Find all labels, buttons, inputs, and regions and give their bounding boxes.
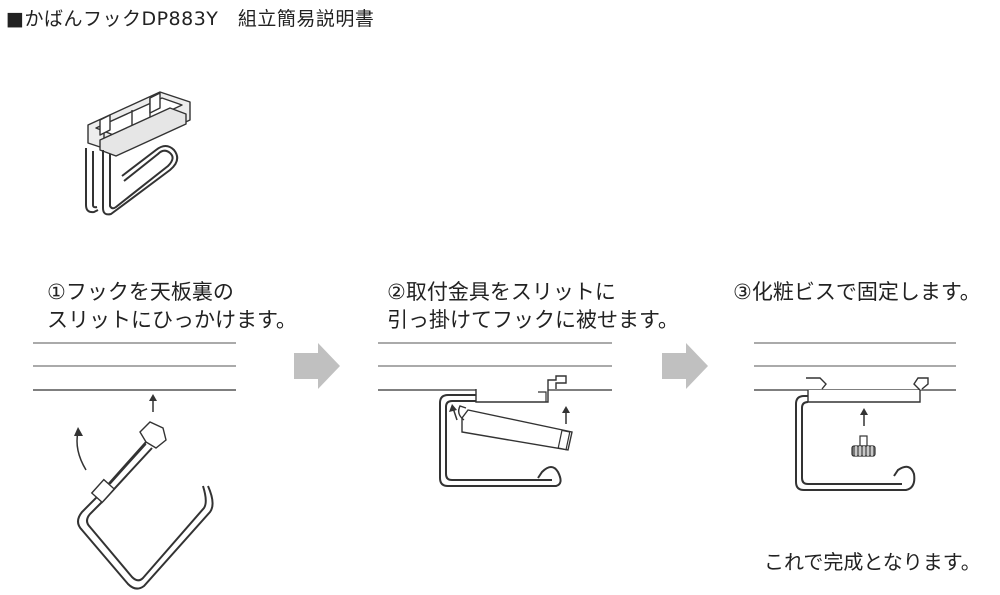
step-arrow-icon: [662, 343, 708, 389]
completion-text: これで完成となります。: [764, 550, 981, 574]
hook-icon: [795, 395, 916, 491]
step-2-line-1: ②取付金具をスリットに: [387, 280, 616, 304]
up-arrow-icon: [149, 394, 157, 412]
step-3-instruction: ③化粧ビスで固定します。: [733, 278, 981, 306]
up-arrow-icon: [562, 406, 570, 424]
step-2-figure: [378, 342, 612, 487]
screw-icon: [851, 435, 876, 457]
rotate-arrow-icon: [74, 427, 87, 471]
step-3-line-1: ③化粧ビスで固定します。: [733, 280, 981, 304]
hook-icon: [77, 421, 214, 590]
step-1-figure: [33, 342, 236, 590]
step-1-line-1: ①フックを天板裏の: [47, 280, 234, 304]
hook-icon: [439, 394, 562, 487]
step-1-line-2: スリットにひっかけます。: [47, 308, 297, 332]
step-3-figure: [754, 342, 956, 491]
product-illustration: [85, 91, 191, 216]
step-1-instruction: ①フックを天板裏の スリットにひっかけます。: [47, 278, 297, 334]
page-title: ■かばんフックDP883Y 組立簡易説明書: [6, 8, 375, 30]
up-arrow-icon: [449, 404, 458, 421]
step-2-instruction: ②取付金具をスリットに 引っ掛けてフックに被せます。: [387, 278, 679, 334]
step-arrow-icon: [294, 343, 340, 389]
step-2-line-2: 引っ掛けてフックに被せます。: [387, 308, 679, 332]
up-arrow-icon: [860, 408, 868, 426]
